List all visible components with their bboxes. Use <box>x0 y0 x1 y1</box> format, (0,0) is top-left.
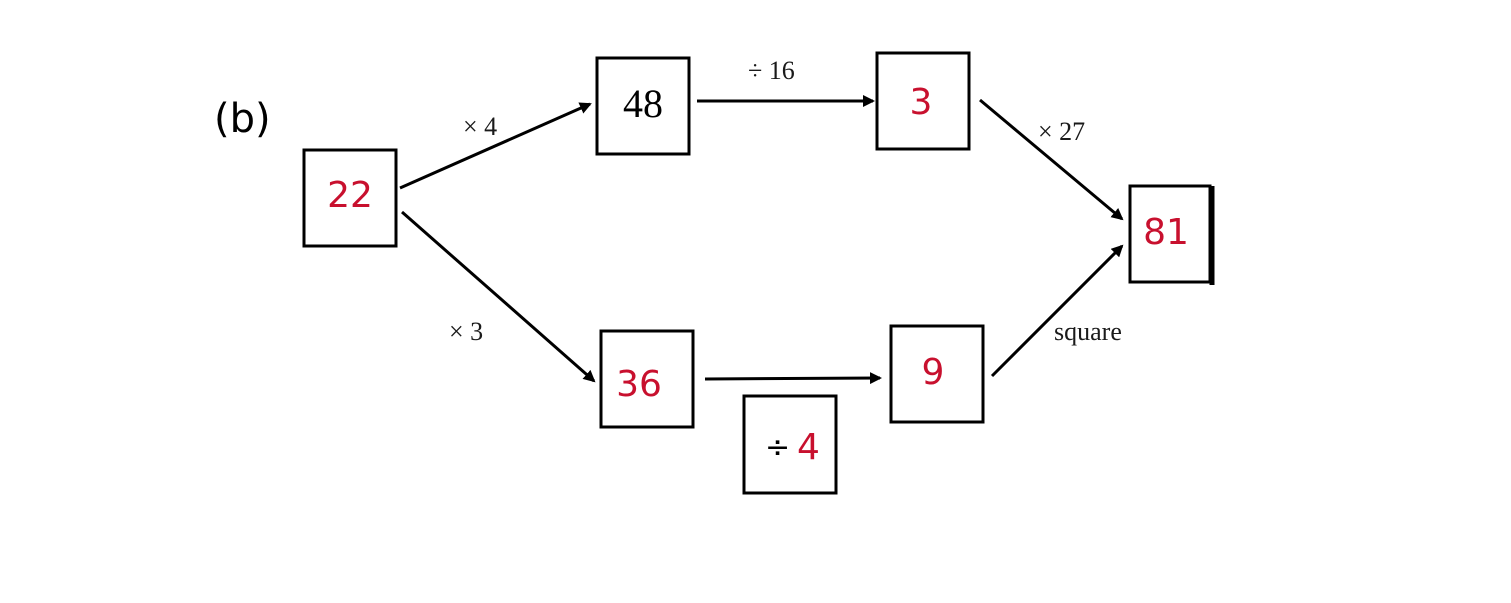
node-top-middle-value: 48 <box>623 81 663 126</box>
node-end-value: 81 <box>1143 212 1189 253</box>
op-label-square: square <box>1054 317 1122 346</box>
arrow-bottom-right-to-end <box>990 244 1124 378</box>
node-top-right: 3 <box>875 51 971 151</box>
node-bottom-right: 9 <box>889 324 985 424</box>
arrow-start-to-bottom <box>401 210 596 383</box>
op-label-times-27: × 27 <box>1038 117 1085 146</box>
arrow-top-right-to-end <box>979 98 1124 221</box>
node-start-value: 22 <box>327 175 373 216</box>
op-label-times-3: × 3 <box>449 317 483 346</box>
op-box-divide-symbol: ÷ <box>765 430 790 465</box>
node-top-right-value: 3 <box>910 82 933 123</box>
arrow-bottom-middle-to-right <box>704 372 882 385</box>
node-bottom-middle-value: 36 <box>616 364 662 405</box>
op-box-divide-number: 4 <box>797 427 820 468</box>
op-label-times-4: × 4 <box>463 112 497 141</box>
node-start: 22 <box>302 148 398 248</box>
op-box-divide-4: ÷ 4 <box>742 394 838 495</box>
arrow-start-to-top <box>399 102 592 190</box>
op-label-divide-16: ÷ 16 <box>748 56 795 85</box>
node-top-middle: 48 <box>595 56 691 156</box>
node-bottom-middle: 36 <box>599 329 695 429</box>
node-end: 81 <box>1128 184 1215 285</box>
part-label: (b) <box>214 96 271 142</box>
node-bottom-right-value: 9 <box>922 352 945 393</box>
